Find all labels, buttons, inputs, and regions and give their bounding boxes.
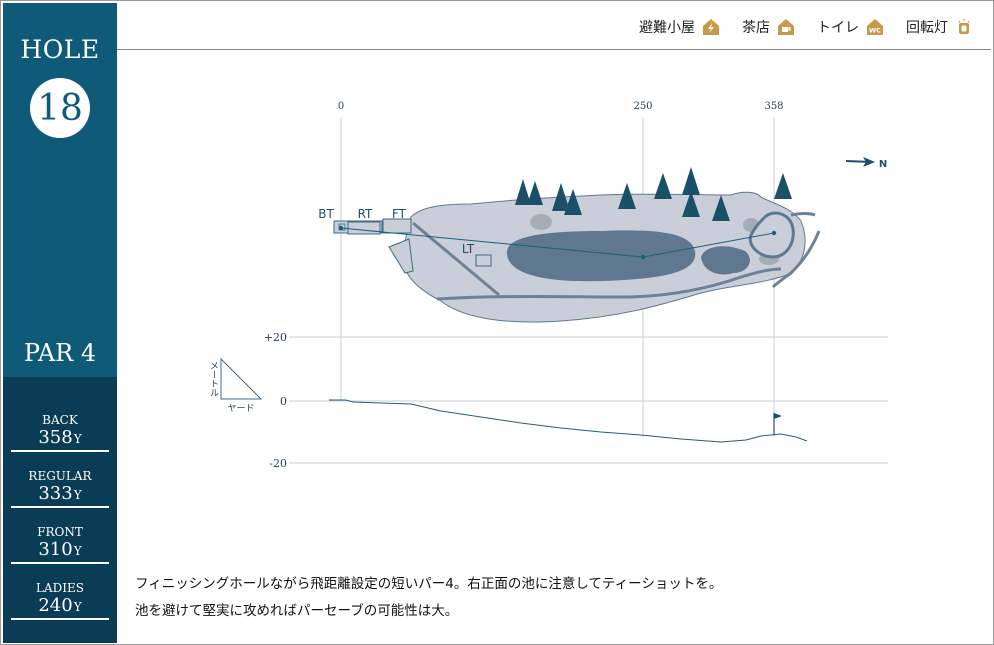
pond [506, 230, 696, 282]
tee-label-ft: FT [392, 207, 407, 221]
regular-tee [347, 221, 381, 235]
header-divider [117, 49, 991, 50]
tee-point [338, 225, 344, 231]
rotating-light-icon [958, 19, 970, 34]
yardage-unit: Y [73, 544, 82, 558]
svg-text:WC: WC [869, 27, 881, 35]
ladies-tee [475, 254, 492, 267]
tree-icon [618, 183, 636, 209]
toilet-icon: WC [867, 19, 883, 35]
tee-label-bt: BT [318, 207, 334, 221]
ladies-tee-strip [388, 238, 414, 274]
hole-number: 18 [30, 78, 90, 138]
hole-info-panel: HOLE 18 PAR 4 [3, 3, 117, 377]
yardage-value: 358 [38, 427, 73, 448]
bunker [530, 214, 552, 230]
description-line: 池を避けて堅実に攻めればパーセーブの可能性は大。 [135, 603, 459, 619]
cart-path [771, 230, 821, 289]
elevation-axis-legend: メートル ヤード [208, 357, 263, 414]
yardage-unit: Y [73, 600, 82, 614]
elevation-profile: +20 0 -20 [264, 331, 888, 470]
flag-icon [774, 413, 782, 419]
legend-item-shelter: 避難小屋 [639, 17, 720, 37]
landing-point [640, 254, 646, 260]
par-label: PAR 4 [23, 339, 97, 367]
legend-item-toilet: トイレ WC [817, 17, 884, 37]
front-tee [382, 218, 412, 234]
yardage-value: 240 [38, 595, 73, 616]
north-arrow-icon: N [845, 157, 887, 170]
yardage-value: 310 [38, 539, 73, 560]
tee-label-rt: RT [358, 207, 373, 221]
hole-description: フィニッシングホールながら飛距離設定の短いパー4。右正面の池に注意してティーショ… [135, 571, 722, 625]
hole-diagram: 0 250 358 N BT RT FT LT [208, 101, 888, 470]
axis-label-vertical: メートル [208, 361, 219, 397]
back-tee-marker [338, 223, 346, 231]
cart-path [436, 267, 782, 301]
yardage-panel: BACK 358Y REGULAR 333Y FRONT 310Y LADIES… [3, 377, 117, 643]
pond-small [701, 246, 750, 275]
tree-icon [515, 179, 531, 205]
legend-label: 避難小屋 [639, 20, 695, 36]
hole-label: HOLE [20, 35, 100, 64]
tree-icon [564, 189, 582, 215]
legend-label: 回転灯 [906, 20, 948, 36]
tee-boxes [333, 218, 492, 274]
north-label: N [879, 159, 887, 170]
pin-point [771, 230, 777, 236]
yardage-back: BACK 358Y [11, 407, 109, 452]
tree-icon [527, 181, 543, 205]
yardage-name: FRONT [37, 525, 83, 539]
yardage-unit: Y [73, 488, 82, 502]
green [748, 211, 795, 259]
elevation-tick: 0 [280, 395, 287, 408]
elevation-tick: -20 [269, 457, 287, 470]
legend-label: 茶店 [742, 20, 770, 36]
yardage-value: 333 [38, 483, 73, 504]
yardage-name: REGULAR [28, 469, 92, 483]
legend-item-light: 回転灯 [906, 17, 973, 37]
lightning-shelter-icon [703, 19, 719, 35]
description-line: フィニッシングホールながら飛距離設定の短いパー4。右正面の池に注意してティーショ… [135, 576, 723, 592]
facility-legend: 避難小屋 茶店 トイレ WC 回転灯 [639, 17, 973, 37]
tree-icon [654, 173, 672, 199]
trees [515, 167, 792, 221]
legend-item-teahouse: 茶店 [742, 17, 795, 37]
yardage-regular: REGULAR 333Y [11, 463, 109, 508]
axis-label-horizontal: ヤード [227, 404, 254, 414]
yardage-front: FRONT 310Y [11, 519, 109, 564]
yardage-ladies: LADIES 240Y [11, 575, 109, 620]
elevation-tick: +20 [264, 331, 287, 344]
tea-house-icon [778, 19, 794, 35]
legend-label: トイレ [817, 20, 859, 36]
cart-path [790, 212, 816, 217]
elevation-line [329, 399, 808, 443]
yardage-name: LADIES [36, 581, 84, 595]
yardage-name: BACK [42, 413, 78, 427]
tee-label-lt: LT [462, 242, 475, 256]
cart-path [412, 221, 500, 297]
tree-icon [682, 191, 700, 217]
yardage-unit: Y [73, 432, 82, 446]
distance-label-0: 0 [338, 101, 344, 112]
tree-icon [712, 195, 730, 221]
tree-icon [552, 183, 570, 211]
tree-icon [774, 173, 792, 199]
distance-label-358: 358 [764, 101, 783, 112]
distance-label-250: 250 [633, 101, 652, 112]
tree-icon [682, 167, 700, 195]
